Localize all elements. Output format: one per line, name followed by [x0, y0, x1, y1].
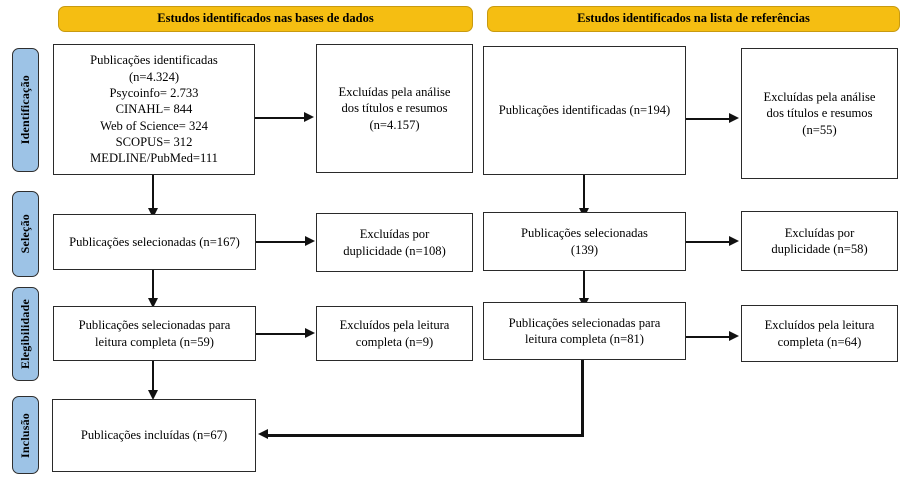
stage-pill-inclusao: Inclusão	[12, 396, 39, 474]
stage-pill-selecao: Seleção	[12, 191, 39, 277]
box-db-excluded-title-abstract: Excluídas pela análise dos títulos e res…	[316, 44, 473, 173]
arrowhead-db-fulltext-to-included	[148, 390, 158, 400]
box-db-excluded-duplicates: Excluídas por duplicidade (n=108)	[316, 213, 473, 272]
arrowhead-ref-selected-to-duplicates	[729, 236, 739, 246]
box-db-identified: Publicações identificadas (n=4.324) Psyc…	[53, 44, 255, 175]
box-db-selected: Publicações selecionadas (n=167)	[53, 214, 256, 270]
section-header-databases: Estudos identificados nas bases de dados	[58, 6, 473, 32]
connector-ref-fulltext-down	[581, 360, 584, 436]
stage-pill-inclusao-label: Inclusão	[18, 412, 32, 458]
stage-pill-selecao-label: Seleção	[18, 214, 32, 254]
section-header-databases-label: Estudos identificados nas bases de dados	[157, 11, 374, 26]
arrowhead-db-identified-to-excluded	[304, 112, 314, 122]
box-ref-excluded-title-abstract: Excluídas pela análise dos títulos e res…	[741, 48, 898, 179]
connector-db-selected-to-duplicates	[256, 241, 306, 244]
connector-ref-selected-to-duplicates	[686, 241, 730, 244]
connector-ref-identified-to-excluded	[686, 118, 730, 121]
box-ref-fulltext: Publicações selecionadas para leitura co…	[483, 302, 686, 360]
arrowhead-ref-fulltext-to-excluded	[729, 331, 739, 341]
box-db-excluded-fulltext: Excluídos pela leitura completa (n=9)	[316, 306, 473, 361]
arrowhead-db-selected-to-duplicates	[305, 236, 315, 246]
connector-ref-selected-to-fulltext	[583, 271, 586, 301]
arrowhead-db-selected-to-fulltext	[148, 298, 158, 308]
stage-pill-identificacao: Identificação	[12, 48, 39, 172]
box-db-fulltext: Publicações selecionadas para leitura co…	[53, 306, 256, 361]
arrowhead-ref-identified-to-excluded	[729, 113, 739, 123]
stage-pill-identificacao-label: Identificação	[18, 75, 32, 145]
box-ref-excluded-duplicates: Excluídas por duplicidade (n=58)	[741, 211, 898, 271]
stage-pill-elegibilidade: Elegibilidade	[12, 287, 39, 381]
stage-pill-elegibilidade-label: Elegibilidade	[18, 299, 32, 369]
box-ref-selected: Publicações selecionadas (139)	[483, 212, 686, 271]
arrowhead-db-fulltext-to-excluded	[305, 328, 315, 338]
box-ref-excluded-fulltext: Excluídos pela leitura completa (n=64)	[741, 305, 898, 362]
box-included: Publicações incluídas (n=67)	[52, 399, 256, 472]
section-header-references-label: Estudos identificados na lista de referê…	[577, 11, 810, 26]
connector-ref-identified-to-selected	[583, 175, 586, 211]
box-ref-identified: Publicações identificadas (n=194)	[483, 46, 686, 175]
connector-db-selected-to-fulltext	[152, 270, 155, 301]
connector-db-identified-to-selected	[152, 175, 155, 211]
section-header-references: Estudos identificados na lista de referê…	[487, 6, 900, 32]
connector-ref-fulltext-to-included	[268, 434, 584, 437]
arrowhead-db-identified-to-selected	[148, 208, 158, 218]
connector-db-identified-to-excluded	[255, 117, 305, 120]
connector-ref-fulltext-to-excluded	[686, 336, 730, 339]
connector-db-fulltext-to-included	[152, 361, 155, 393]
connector-db-fulltext-to-excluded	[256, 333, 306, 336]
arrowhead-ref-fulltext-to-included	[258, 429, 268, 439]
